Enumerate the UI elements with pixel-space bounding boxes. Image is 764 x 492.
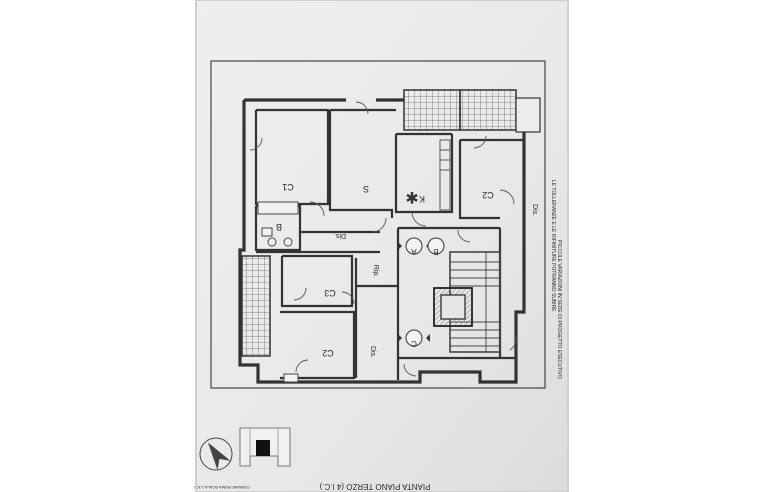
room-label-c3: C3 [324,288,336,298]
drawing-caption: PIANTA PIANO TERZO (4 I.C.) [319,482,430,491]
north-arrow-icon [199,437,233,471]
room-label-dis-bottom: Dis. [369,346,376,358]
svg-text:B: B [433,247,438,256]
outer-walls [238,98,526,384]
left-balcony [241,255,271,357]
stair-marker-b: B [427,237,445,256]
footer-left-note: COMUNE ROMA SCALA 1:100 [193,485,250,490]
kitchen-counter [439,139,451,211]
room-label-c2-top: C2 [482,190,494,200]
stair-marker-a: A [398,237,430,256]
door-swing-icon [249,101,517,377]
room-label-s: S [363,184,369,194]
room-label-b: B [276,222,282,232]
room-label-k: K [419,194,425,204]
drawing-frame [210,60,546,389]
room-label-c2-bottom: C2 [322,348,334,358]
room-label-c1: C1 [282,182,294,192]
key-plan-icon [239,427,291,467]
side-note-1: LE TOLLERANZE E LE RIFINITURE POTRANNO S… [550,180,556,312]
stair-marker-c: C [398,329,430,348]
room-label-dis-right: Dis. [531,204,538,216]
svg-text:A: A [411,247,417,256]
asterisk-icon: ✱ [405,188,418,207]
room-label-dis-top: Dis. [334,232,346,239]
svg-text:C: C [411,339,417,348]
room-label-rip: Rip. [372,265,379,278]
top-balconies [403,89,541,133]
bathroom-fixtures [257,201,299,383]
paper-sheet [196,0,568,492]
side-note-2: PICCOLE VARIAZIONI IN SEDE DI PROGETTO E… [556,240,562,379]
